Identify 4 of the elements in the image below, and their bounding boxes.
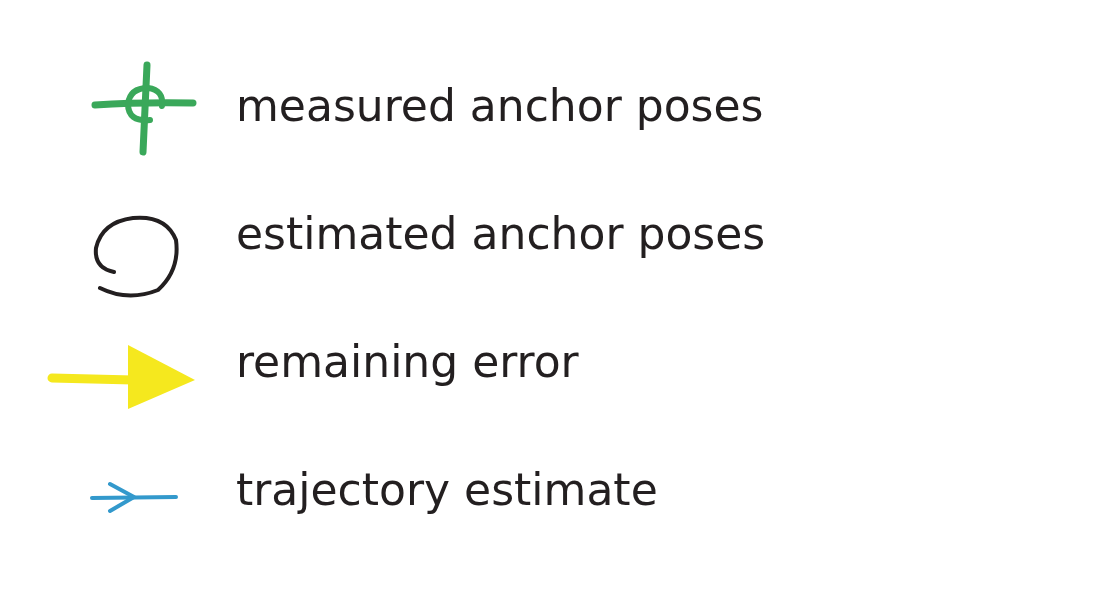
legend-label: measured anchor poses [236, 84, 764, 128]
legend-label: estimated anchor poses [236, 212, 766, 256]
legend-label: trajectory estimate [236, 468, 658, 512]
legend-label: remaining error [236, 340, 579, 384]
